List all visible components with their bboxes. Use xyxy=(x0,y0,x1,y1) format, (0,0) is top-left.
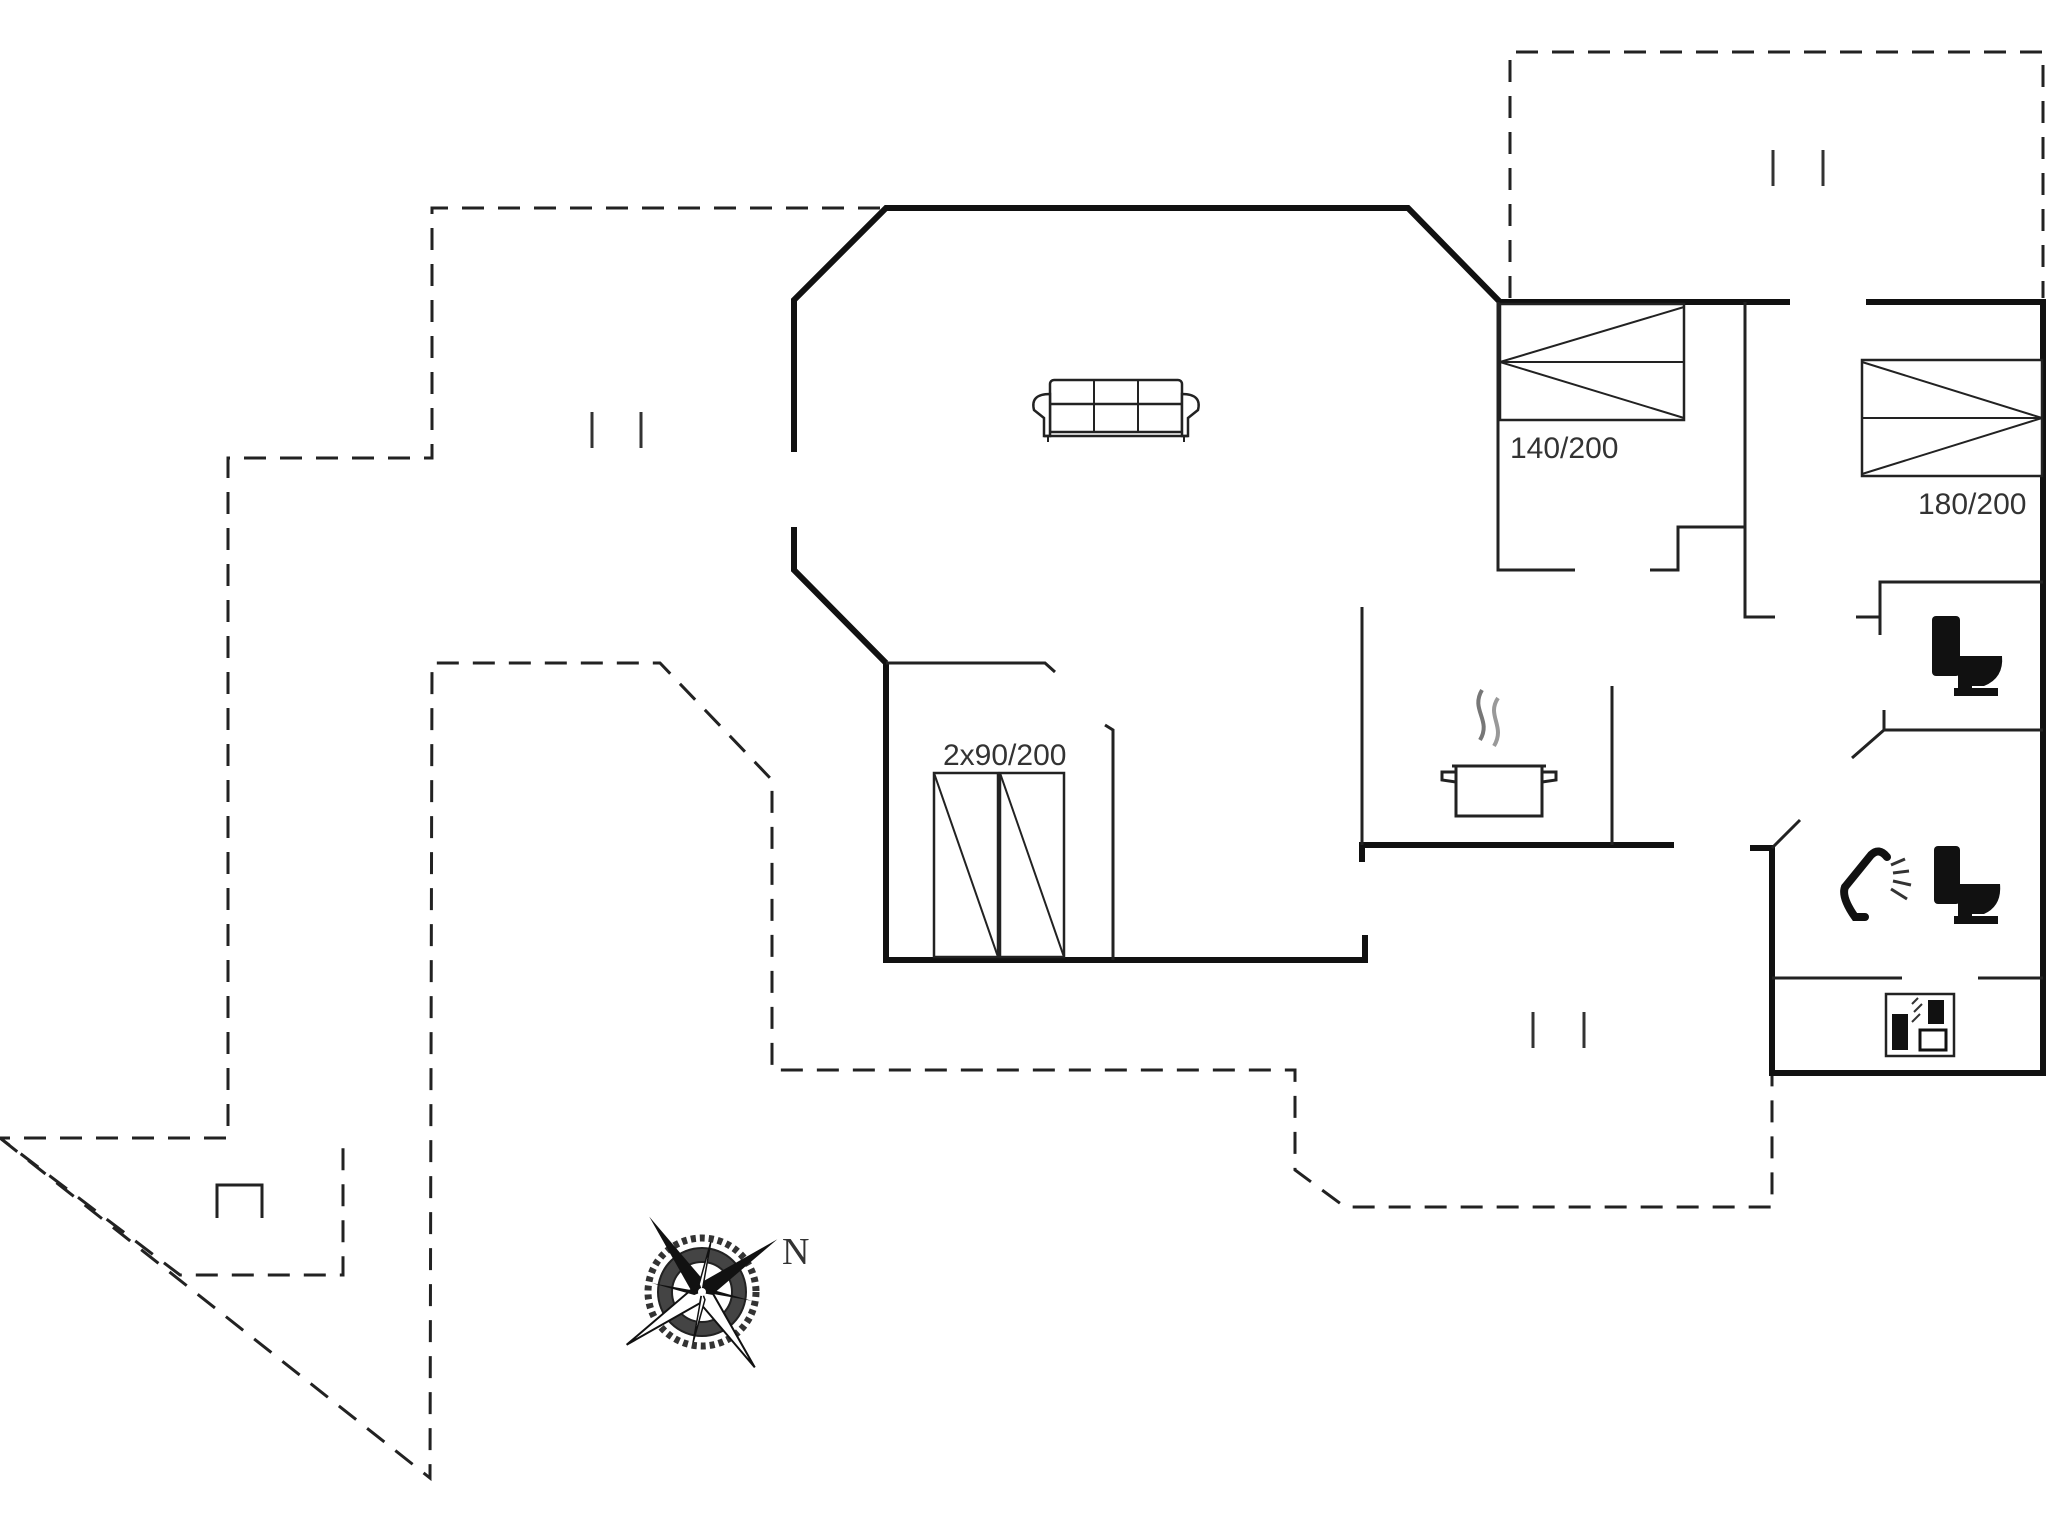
sofa-icon xyxy=(1032,378,1200,442)
terrace-outlines xyxy=(0,50,2045,1482)
interior-walls xyxy=(886,302,2043,980)
washing-machine-icon xyxy=(1884,992,1956,1058)
bed-size-label-180: 180/200 xyxy=(1918,488,2026,521)
compass-rose-icon xyxy=(625,1216,778,1369)
kitchen-counter-wall xyxy=(1359,842,1674,862)
shower-icon xyxy=(1840,847,1912,921)
living-room-wall-upper xyxy=(791,205,1790,452)
toilet-icon xyxy=(1934,846,2001,924)
bed-size-label-140: 140/200 xyxy=(1510,432,1618,465)
right-exterior-wall xyxy=(1750,299,2046,1076)
terrace-top-right-outline xyxy=(1508,50,2045,298)
terrace-left-outline xyxy=(0,206,880,1277)
terrace-left-slant xyxy=(0,661,1774,1482)
bed-double-180 xyxy=(1860,358,2044,478)
compass-north-label: N xyxy=(782,1231,809,1273)
living-room-wall-lower xyxy=(791,527,889,666)
terrace-posts xyxy=(215,150,1825,1218)
cooking-pot-icon xyxy=(1440,688,1558,818)
bed-double-140 xyxy=(1498,302,1686,422)
bedroom-twin-wall xyxy=(883,663,1368,963)
toilet-icon xyxy=(1932,616,2003,696)
bed-size-label-twin: 2x90/200 xyxy=(943,739,1066,772)
bed-twin xyxy=(932,771,1066,959)
exterior-walls xyxy=(791,205,2046,1076)
